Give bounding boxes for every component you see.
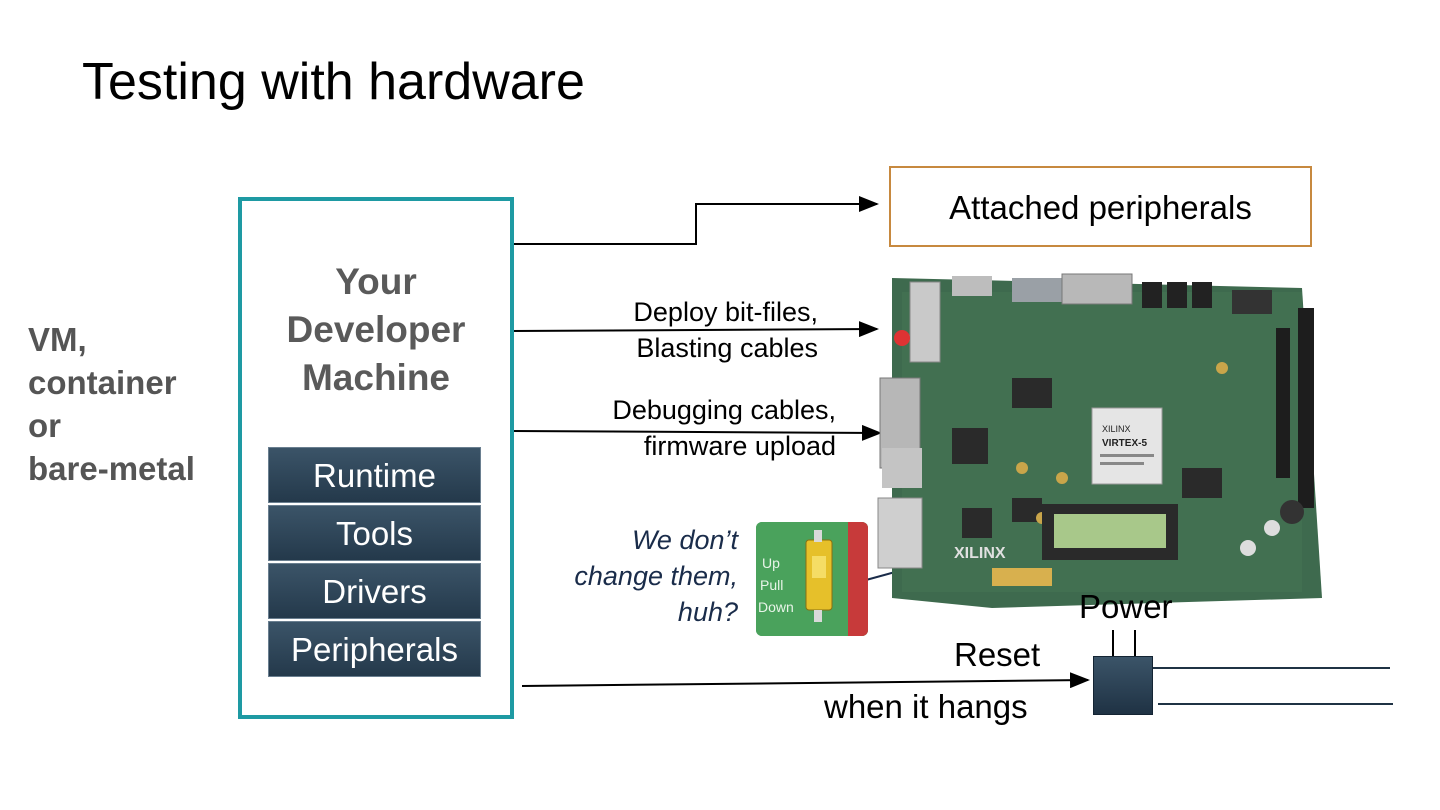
arrow-to-peripherals bbox=[512, 196, 879, 245]
jumper-label-down: Down bbox=[758, 599, 794, 615]
chip-model: VIRTEX-5 bbox=[1102, 438, 1147, 449]
arrow-reset bbox=[521, 672, 1090, 689]
reset-label: Reset bbox=[954, 636, 1041, 673]
deploy-label: Deploy bit-files, Blasting cables bbox=[560, 294, 818, 366]
jumper-label-pull: Pull bbox=[760, 577, 783, 593]
power-relay-box bbox=[1093, 656, 1153, 715]
debug-label-line: firmware upload bbox=[643, 431, 836, 461]
power-label: Power bbox=[1079, 588, 1173, 625]
board-illustration: XILINX VIRTEX-5 XILINX bbox=[877, 273, 1322, 608]
jumper-note-line: change them, bbox=[574, 561, 738, 591]
jumper-note-line: huh? bbox=[677, 597, 738, 627]
deploy-label-line: Deploy bit-files, bbox=[633, 297, 818, 327]
slide-title: Testing with hardware bbox=[82, 53, 585, 111]
layer-drivers: Drivers bbox=[268, 563, 481, 619]
developer-title-line: Developer bbox=[286, 309, 466, 350]
environment-line: bare-metal bbox=[28, 450, 195, 487]
reset-note: when it hangs bbox=[824, 688, 1028, 725]
environment-line: container bbox=[28, 364, 177, 401]
developer-title-line: Your bbox=[335, 261, 417, 302]
chip-brand: XILINX bbox=[1102, 424, 1131, 434]
environment-line: or bbox=[28, 407, 61, 444]
layer-tools: Tools bbox=[268, 505, 481, 561]
layer-runtime: Runtime bbox=[268, 447, 481, 503]
jumper-illustration: Up Pull Down bbox=[756, 522, 868, 636]
jumper-note-line: We don’t bbox=[631, 525, 738, 555]
jumper-label-up: Up bbox=[762, 555, 780, 571]
fpga-board-photo: XILINX VIRTEX-5 XILINX bbox=[862, 268, 1328, 626]
board-brand: XILINX bbox=[954, 545, 1006, 562]
environment-label: VM, container or bare-metal bbox=[28, 318, 195, 490]
jumper-note: We don’t change them, huh? bbox=[520, 522, 738, 630]
debug-label: Debugging cables, firmware upload bbox=[540, 392, 836, 464]
developer-machine-box bbox=[238, 197, 514, 719]
debug-label-line: Debugging cables, bbox=[612, 395, 836, 425]
software-stack: Runtime Tools Drivers Peripherals bbox=[268, 447, 481, 679]
developer-machine-title: Your Developer Machine bbox=[242, 258, 510, 402]
deploy-label-line: Blasting cables bbox=[636, 333, 818, 363]
developer-title-line: Machine bbox=[301, 357, 451, 398]
jumper-photo: Up Pull Down bbox=[756, 522, 868, 636]
attached-peripherals-box: Attached peripherals bbox=[889, 166, 1312, 247]
arrow-deploy bbox=[511, 321, 879, 338]
environment-line: VM, bbox=[28, 321, 87, 358]
arrow-debug bbox=[511, 424, 882, 441]
layer-peripherals: Peripherals bbox=[268, 621, 481, 677]
